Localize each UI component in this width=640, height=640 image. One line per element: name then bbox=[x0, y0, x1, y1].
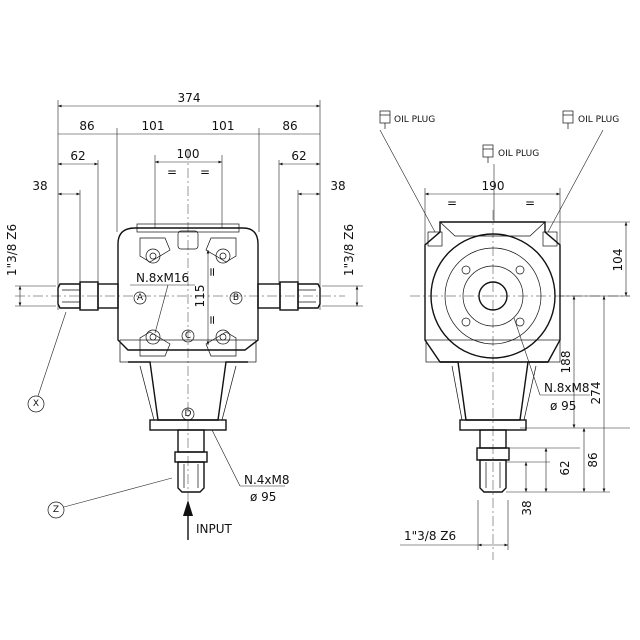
dim-inner-left: 101 bbox=[142, 119, 165, 133]
circle-label-d: D bbox=[185, 409, 192, 419]
front-left-shaft bbox=[57, 281, 119, 311]
dim-tip-left: 38 bbox=[32, 179, 47, 193]
oil-plug-left-icon bbox=[379, 110, 391, 129]
side-dim-height-total: 274 bbox=[589, 382, 603, 405]
oil-plug-right-label: OIL PLUG bbox=[578, 115, 619, 125]
oil-plug-right-icon bbox=[562, 110, 574, 129]
side-dim-width: 190 bbox=[482, 179, 505, 193]
dim-spline-left: 1"3/8 Z6 bbox=[5, 224, 19, 276]
side-output-shaft bbox=[476, 429, 510, 493]
side-dim-equal-left: = bbox=[447, 196, 457, 210]
dim-top-center: 100 bbox=[177, 147, 200, 161]
circle-label-x: X bbox=[33, 399, 39, 409]
front-extension-lines bbox=[15, 100, 363, 310]
side-flange bbox=[430, 233, 556, 359]
side-view: 190 = = 104 188 274 86 62 38 1"3/8 Z6 OI… bbox=[379, 110, 630, 560]
circle-label-a: A bbox=[137, 293, 144, 303]
oil-plug-leaders bbox=[379, 129, 604, 233]
dim-inner-right: 101 bbox=[212, 119, 235, 133]
side-dim-height-top: 104 bbox=[611, 249, 625, 272]
front-circle-markers bbox=[27, 291, 243, 519]
side-dim-shaft-len: 86 bbox=[586, 452, 600, 467]
front-right-shaft bbox=[257, 281, 321, 311]
side-dim-height-mid: 188 bbox=[559, 351, 573, 374]
front-input-shaft bbox=[174, 429, 208, 493]
circle-label-c: C bbox=[185, 331, 191, 341]
callout-bottom-bolts: N.4xM8 bbox=[244, 473, 290, 487]
side-dim-shaft-tip: 38 bbox=[520, 500, 534, 515]
dim-overall-width: 374 bbox=[178, 91, 201, 105]
front-leaders bbox=[37, 284, 285, 508]
side-callout-dia: ø 95 bbox=[550, 399, 576, 413]
dim-equal-left: = bbox=[167, 165, 177, 179]
circle-label-z: Z bbox=[53, 505, 59, 515]
side-dim-spline: 1"3/8 Z6 bbox=[404, 529, 456, 543]
dim-height-mid: 115 bbox=[193, 285, 207, 308]
oil-plug-center-icon bbox=[482, 144, 494, 163]
dim-equal-vert-top: = bbox=[205, 267, 219, 277]
dim-tip-right: 38 bbox=[330, 179, 345, 193]
dim-shaft-right: 62 bbox=[291, 149, 306, 163]
side-extension-lines bbox=[424, 188, 630, 550]
front-bolt-holes bbox=[145, 248, 231, 345]
callout-top-bolts: N.8xM16 bbox=[136, 271, 189, 285]
callout-input: INPUT bbox=[196, 522, 233, 536]
callout-bottom-dia: ø 95 bbox=[250, 490, 276, 504]
dim-equal-vert-bottom: = bbox=[205, 315, 219, 325]
side-dim-shaft-mid: 62 bbox=[558, 460, 572, 475]
dim-outer-right: 86 bbox=[282, 119, 297, 133]
dim-equal-right: = bbox=[200, 165, 210, 179]
oil-plug-center-label: OIL PLUG bbox=[498, 149, 539, 159]
side-dim-equal-right: = bbox=[525, 196, 535, 210]
oil-plug-left-label: OIL PLUG bbox=[394, 115, 435, 125]
circle-label-b: B bbox=[233, 293, 239, 303]
side-dimension-lines bbox=[400, 192, 628, 547]
dim-spline-right: 1"3/8 Z6 bbox=[342, 224, 356, 276]
front-dimension-lines bbox=[18, 104, 359, 345]
input-arrow bbox=[183, 500, 193, 540]
dim-outer-left: 86 bbox=[79, 119, 94, 133]
side-bolt-leader bbox=[513, 317, 541, 396]
dim-shaft-left: 62 bbox=[70, 149, 85, 163]
side-callout-bolts: N.8xM8 bbox=[544, 381, 590, 395]
front-view: A B C D X Z 374 86 101 101 86 100 = = 62… bbox=[5, 91, 363, 540]
